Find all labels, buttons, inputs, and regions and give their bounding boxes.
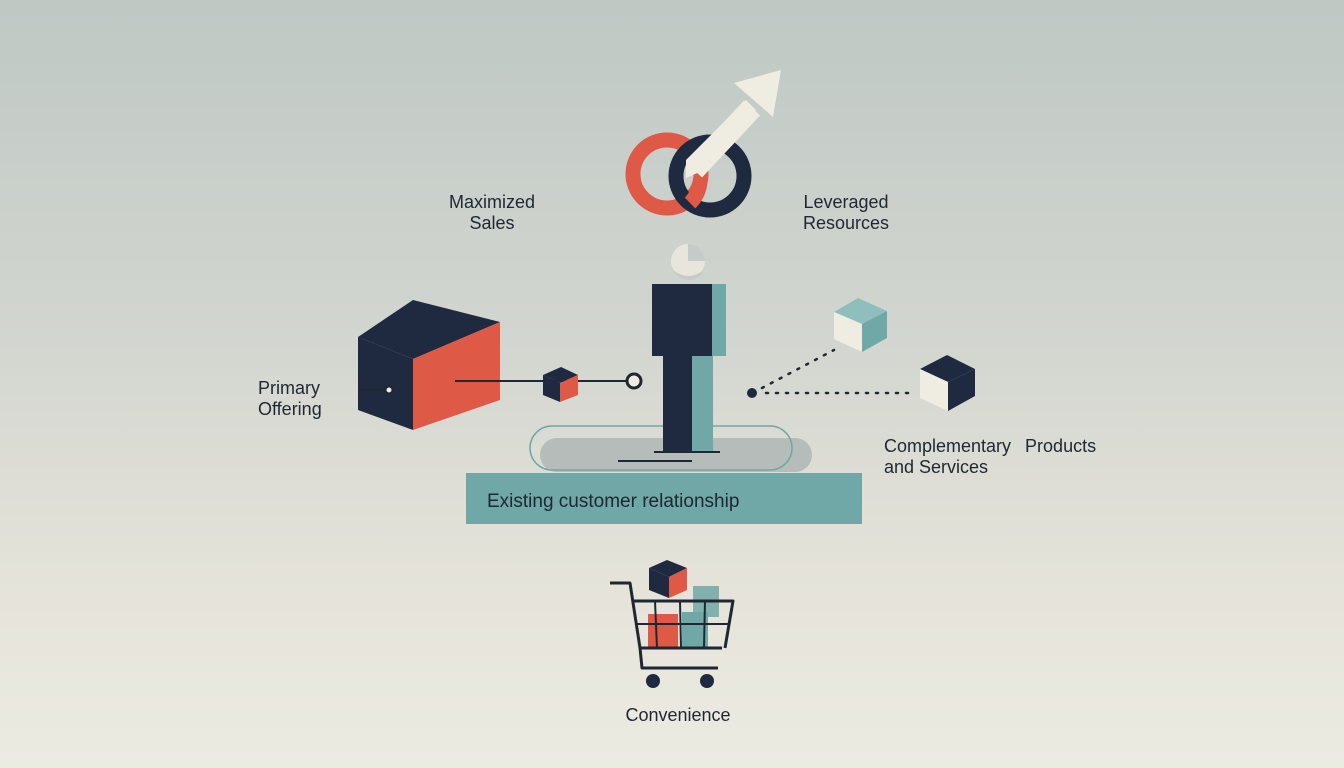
- maximized-sales-label: Maximized Sales: [432, 192, 552, 234]
- primary-offering-line-1: Primary: [258, 378, 320, 398]
- growth-arrow-icon: [685, 70, 781, 178]
- complementary-word: Complementary: [884, 436, 1012, 456]
- convenience-label: Convenience: [625, 705, 731, 725]
- complementary-line-1: Complementary Products: [884, 436, 1144, 457]
- navy-cube-icon: [920, 355, 975, 411]
- products-word: Products: [1025, 436, 1097, 456]
- complementary-connector: [747, 348, 918, 398]
- complementary-products-label: Complementary Products and Services: [884, 436, 1144, 478]
- teal-cube-icon: [834, 298, 887, 352]
- leveraged-resources-line-1: Leveraged: [803, 192, 889, 212]
- existing-relationship-label: Existing customer relationship: [487, 491, 740, 512]
- primary-connector: [358, 372, 643, 395]
- leveraged-resources-label: Leveraged Resources: [786, 192, 906, 234]
- complementary-line-2: and Services: [884, 457, 989, 477]
- maximized-sales-line-2: Sales: [469, 213, 515, 233]
- primary-offering-cube-icon: [358, 300, 500, 430]
- primary-offering-line-2: Offering: [258, 399, 322, 419]
- primary-offering-label: Primary Offering: [258, 378, 348, 420]
- small-cube-icon: [543, 367, 578, 402]
- shopping-cart-icon: [610, 560, 735, 688]
- platform-pill: [529, 425, 812, 472]
- person-figure-icon: [652, 244, 726, 453]
- existing-relationship-banner: [466, 473, 862, 524]
- maximized-sales-line-1: Maximized: [448, 192, 536, 212]
- leveraged-resources-line-2: Resources: [802, 213, 890, 233]
